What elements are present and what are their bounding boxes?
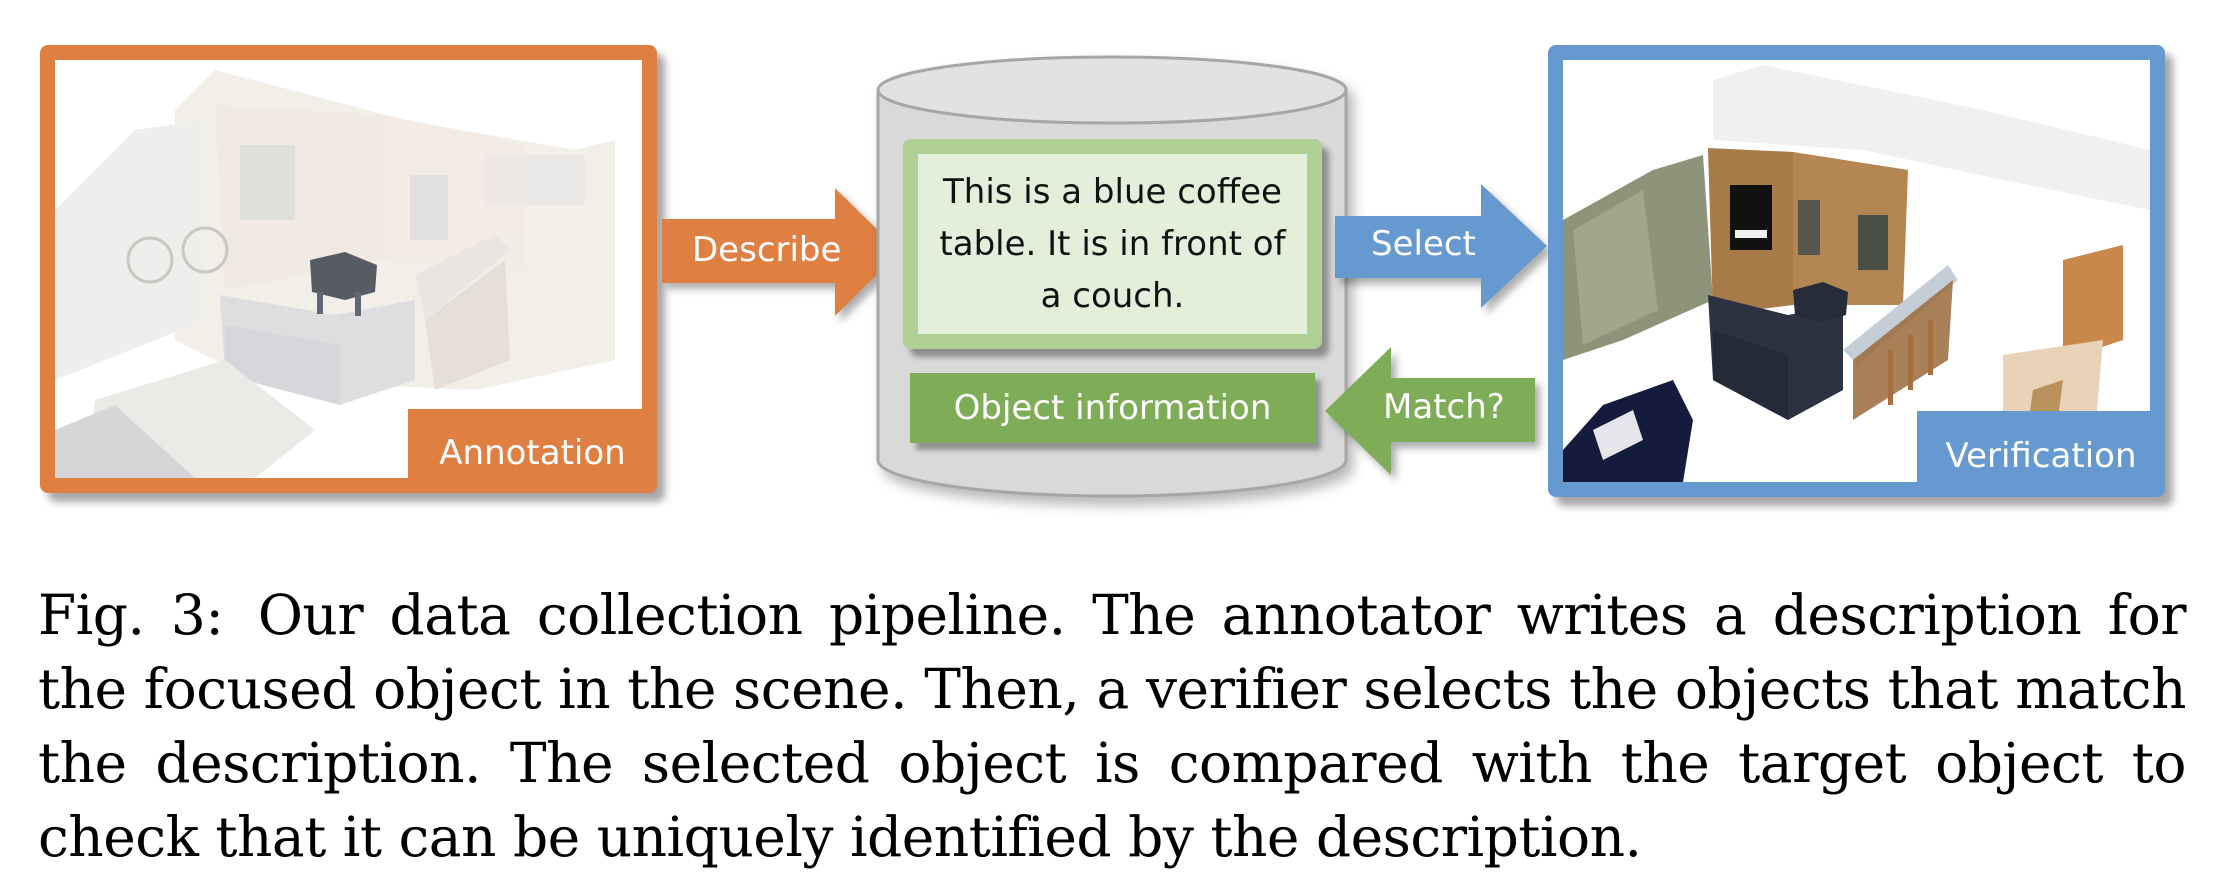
select-arrow: Select xyxy=(1335,184,1547,308)
describe-arrow: Describe xyxy=(662,188,900,316)
left-arrow-icon xyxy=(1325,347,1535,475)
faded-room-scan xyxy=(55,60,642,478)
annotation-panel: Annotation xyxy=(40,45,657,493)
match-arrow: Match? xyxy=(1325,347,1535,475)
right-arrow-icon xyxy=(1335,184,1547,308)
description-text: This is a blue coffee table. It is in fr… xyxy=(939,172,1286,316)
object-information-box: Object information xyxy=(910,373,1315,443)
right-arrow-icon xyxy=(662,188,900,316)
annotation-scene-image xyxy=(55,60,642,478)
annotation-label: Annotation xyxy=(408,409,657,493)
verification-label: Verification xyxy=(1917,411,2165,497)
match-label: Match? xyxy=(1383,387,1505,427)
description-card: This is a blue coffee table. It is in fr… xyxy=(903,139,1322,349)
figure-label: Fig. 3: xyxy=(38,583,224,647)
figure-caption: Fig. 3: Our data collection pipeline. Th… xyxy=(38,578,2187,874)
caption-text: Our data collection pipeline. The annota… xyxy=(38,583,2187,869)
describe-label: Describe xyxy=(692,230,842,270)
select-label: Select xyxy=(1371,224,1476,264)
verification-panel: Verification xyxy=(1548,45,2165,497)
